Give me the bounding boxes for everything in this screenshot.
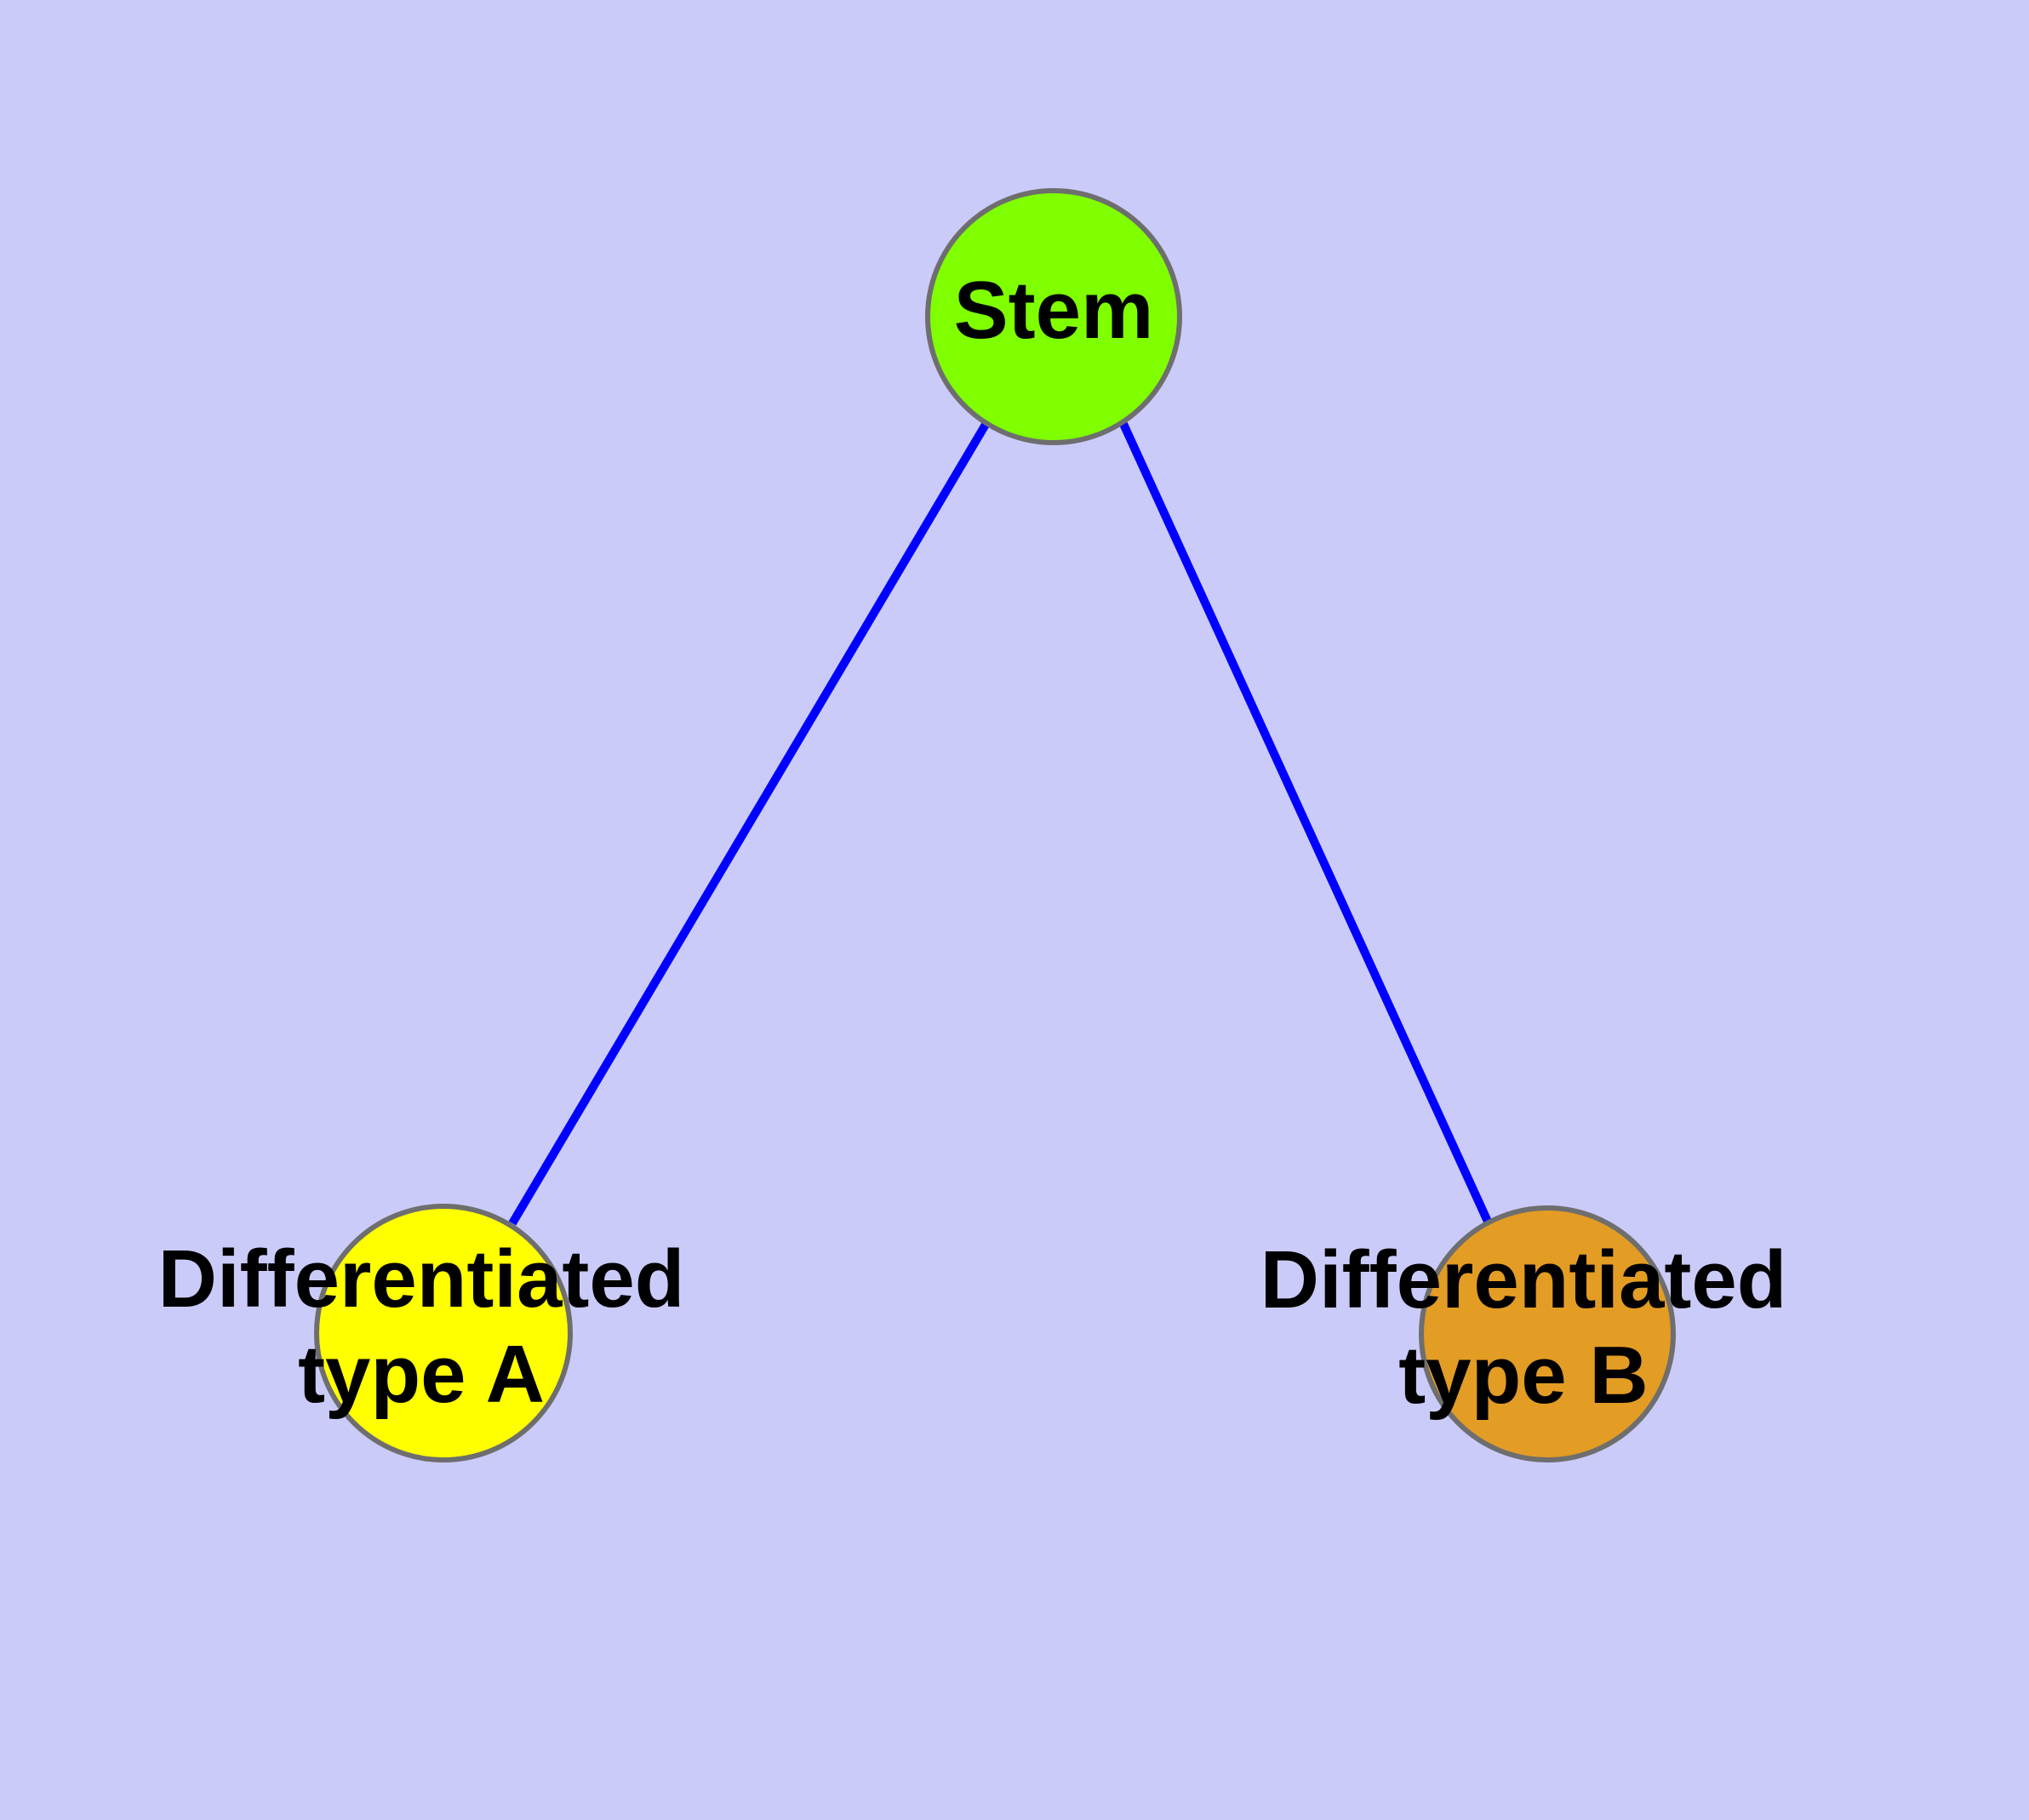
node-diff-a[interactable] <box>314 1204 573 1462</box>
edge-stem-to-differentiated-type-b <box>1119 421 1493 1226</box>
node-label-line: type A <box>298 1329 545 1420</box>
node-circle-differentiated-type-b[interactable] <box>1419 1205 1676 1462</box>
node-label-line: Stem <box>954 265 1154 356</box>
node-label-line: Differentiated <box>158 1233 685 1325</box>
node-diff-b[interactable] <box>1419 1205 1676 1462</box>
nodes-group <box>314 188 1676 1462</box>
node-label-line: type B <box>1398 1330 1648 1421</box>
node-circle-differentiated-type-a[interactable] <box>314 1204 573 1462</box>
node-label-line: Differentiated <box>1260 1234 1787 1325</box>
node-label-stem: Stem <box>954 265 1154 356</box>
edges-group <box>508 421 1493 1226</box>
node-stem[interactable] <box>925 188 1182 445</box>
node-circle-stem[interactable] <box>925 188 1182 445</box>
edge-stem-to-differentiated-type-a <box>508 421 991 1226</box>
